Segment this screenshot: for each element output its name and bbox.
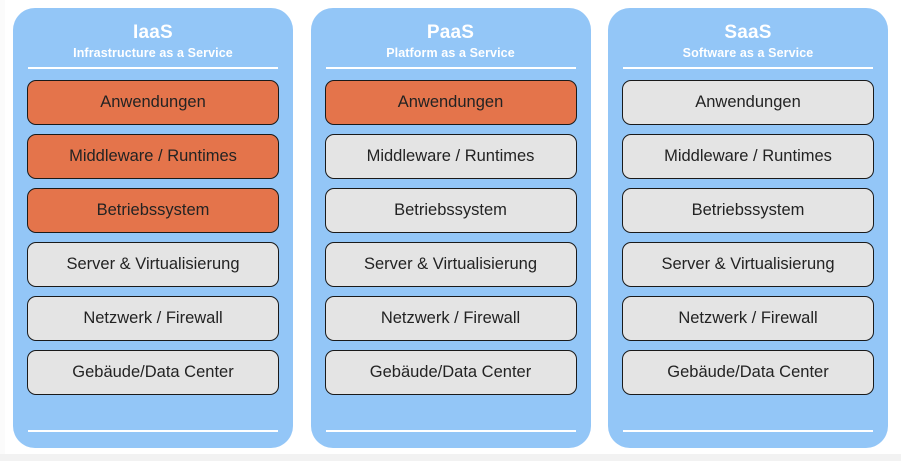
layer-anwendungen-saas[interactable]: Anwendungen	[622, 80, 874, 125]
layer-anwendungen-iaas[interactable]: Anwendungen	[27, 80, 279, 125]
card-title-saas: SaaS	[724, 22, 772, 43]
layer-middleware-runtimes-paas[interactable]: Middleware / Runtimes	[324, 134, 577, 179]
layer-betriebssystem-paas[interactable]: Betriebssystem	[324, 188, 577, 233]
layer-middleware-runtimes-saas[interactable]: Middleware / Runtimes	[622, 134, 874, 179]
layer-server-virtualisierung-iaas[interactable]: Server & Virtualisierung	[27, 242, 279, 287]
card-subtitle-iaas: Infrastructure as a Service	[73, 46, 233, 60]
card-footer-paas	[325, 419, 577, 448]
card-header-saas: SaaS Software as a Service	[622, 8, 874, 69]
layer-server-virtualisierung-paas[interactable]: Server & Virtualisierung	[324, 242, 577, 287]
service-model-card-paas: PaaS Platform as a Service Anwendungen M…	[310, 8, 591, 448]
layer-stack-saas: Anwendungen Middleware / Runtimes Betrie…	[622, 69, 874, 419]
layer-netzwerk-firewall-iaas[interactable]: Netzwerk / Firewall	[27, 296, 279, 341]
layer-betriebssystem-saas[interactable]: Betriebssystem	[622, 188, 874, 233]
footer-divider-saas	[623, 430, 873, 432]
header-divider-iaas	[28, 67, 278, 69]
layer-gebaeude-data-center-saas[interactable]: Gebäude/Data Center	[622, 350, 874, 395]
layer-server-virtualisierung-saas[interactable]: Server & Virtualisierung	[622, 242, 874, 287]
card-header-paas: PaaS Platform as a Service	[325, 8, 577, 69]
card-subtitle-paas: Platform as a Service	[386, 46, 515, 60]
card-header-iaas: IaaS Infrastructure as a Service	[27, 8, 279, 69]
layer-middleware-runtimes-iaas[interactable]: Middleware / Runtimes	[27, 134, 279, 179]
card-subtitle-saas: Software as a Service	[682, 46, 814, 60]
layer-stack-paas: Anwendungen Middleware / Runtimes Betrie…	[324, 69, 577, 419]
header-divider-paas	[325, 67, 576, 69]
layer-betriebssystem-iaas[interactable]: Betriebssystem	[27, 188, 279, 233]
layer-gebaeude-data-center-paas[interactable]: Gebäude/Data Center	[324, 350, 577, 395]
footer-divider-iaas	[28, 430, 278, 432]
service-model-card-iaas: IaaS Infrastructure as a Service Anwendu…	[13, 8, 293, 448]
footer-divider-paas	[325, 430, 576, 432]
layer-netzwerk-firewall-paas[interactable]: Netzwerk / Firewall	[324, 296, 577, 341]
card-footer-saas	[622, 419, 874, 448]
card-title-paas: PaaS	[426, 22, 475, 43]
layer-stack-iaas: Anwendungen Middleware / Runtimes Betrie…	[27, 69, 279, 419]
layer-anwendungen-paas[interactable]: Anwendungen	[324, 80, 577, 125]
layer-netzwerk-firewall-saas[interactable]: Netzwerk / Firewall	[622, 296, 874, 341]
card-title-iaas: IaaS	[133, 22, 173, 43]
service-model-card-saas: SaaS Software as a Service Anwendungen M…	[608, 8, 888, 448]
header-divider-saas	[623, 67, 873, 69]
layer-gebaeude-data-center-iaas[interactable]: Gebäude/Data Center	[27, 350, 279, 395]
card-footer-iaas	[27, 419, 279, 448]
